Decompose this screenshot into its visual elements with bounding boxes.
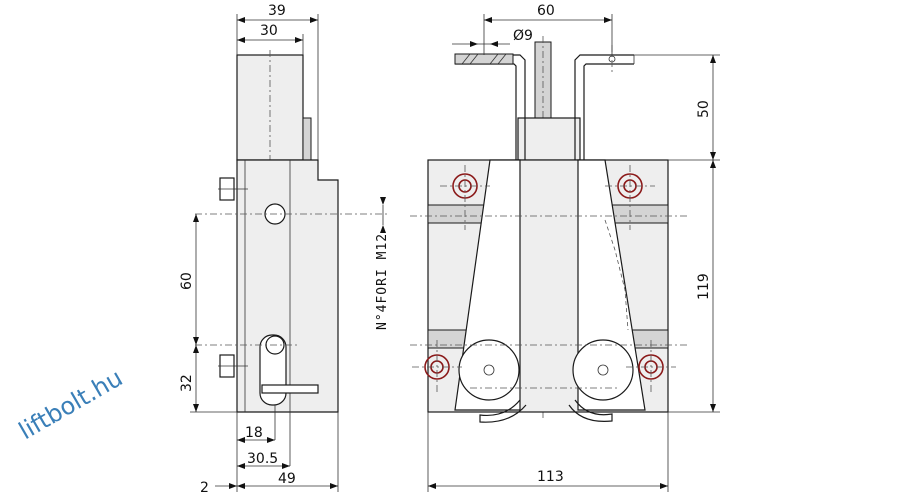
dim-hole-arrow-right (490, 41, 498, 47)
dim-39-arrow-left (237, 17, 245, 23)
bolt-top-left (440, 165, 490, 230)
dim-30-arrow-right (295, 37, 303, 43)
note-arrow-bottom (380, 225, 386, 233)
left-l-bracket-inner (455, 63, 517, 160)
dim-49-label: 49 (278, 471, 296, 487)
bolt-top-right (605, 165, 655, 230)
dim-30-5-arrow-right (282, 463, 290, 469)
side-lower-bar (261, 384, 319, 394)
dim-hole-arrow-left (470, 41, 478, 47)
dim-39-label: 39 (268, 3, 286, 19)
dim-119-arrow-top (710, 160, 716, 168)
dim-50-arrow-top (710, 55, 716, 63)
hole-hatch-2 (469, 53, 479, 65)
dim-32-arrow-bottom (193, 404, 199, 412)
dim-50-label: 50 (696, 100, 712, 118)
dim-32-arrow-top (193, 345, 199, 353)
side-main-body (236, 159, 339, 413)
dim-top-60-arrow-left (484, 17, 492, 23)
dim-49-arrow-right (330, 483, 338, 489)
dim-18-label: 18 (245, 425, 263, 441)
right-wedge-spring (604, 219, 629, 331)
dim-60-arrow-top (193, 214, 199, 222)
dim-2-arrow (229, 483, 237, 489)
dim-119-label: 119 (696, 273, 712, 300)
dim-18-arrow-right (267, 437, 275, 443)
dim-60-label: 60 (179, 272, 195, 290)
dim-2-label: 2 (200, 480, 209, 496)
right-l-bracket-inner (583, 63, 634, 160)
hole-hatch-3 (489, 53, 499, 65)
dim-50-arrow-bottom (710, 152, 716, 160)
bolt-bottom-right (626, 340, 676, 395)
dim-top-60-label: 60 (537, 3, 555, 19)
dim-60-arrow-bottom (193, 337, 199, 345)
right-roller-hub (597, 364, 609, 376)
note-arrow-top (380, 197, 386, 205)
note-bolts-label: N°4FORI M12 (375, 233, 390, 330)
left-roller-hub (483, 364, 495, 376)
front-view: 60 Ø9 50 119 113 (410, 3, 720, 492)
dim-30-5-arrow-left (237, 463, 245, 469)
left-roller (458, 339, 520, 401)
dim-top-60-arrow-right (604, 17, 612, 23)
upper-block (517, 117, 581, 161)
dim-30-5-label: 30.5 (247, 451, 278, 467)
hole-hatch-1 (461, 53, 471, 65)
dim-30-label: 30 (260, 23, 278, 39)
dim-30-arrow-left (237, 37, 245, 43)
dim-113-label: 113 (537, 469, 564, 485)
right-l-bracket (574, 54, 634, 160)
dim-119-arrow-bottom (710, 404, 716, 412)
dim-32-label: 32 (179, 374, 195, 392)
right-hook (568, 399, 613, 423)
dim-113-arrow-right (660, 483, 668, 489)
hole-hatch-4 (497, 53, 507, 65)
dim-hole-label: Ø9 (513, 28, 533, 44)
left-hook (479, 399, 527, 423)
dim-39-arrow-right (310, 17, 318, 23)
dim-113-arrow-left (428, 483, 436, 489)
dim-49-arrow-left (237, 483, 245, 489)
dim-18-arrow-left (237, 437, 245, 443)
watermark-text: liftbolt.hu (14, 364, 127, 446)
side-plate (302, 117, 312, 161)
side-view: 39 30 60 32 N°4FORI M12 18 (179, 3, 390, 496)
right-roller (572, 339, 634, 401)
left-l-bracket (455, 54, 526, 160)
watermark: liftbolt.hu (14, 364, 127, 446)
bolt-bottom-left (412, 340, 462, 395)
